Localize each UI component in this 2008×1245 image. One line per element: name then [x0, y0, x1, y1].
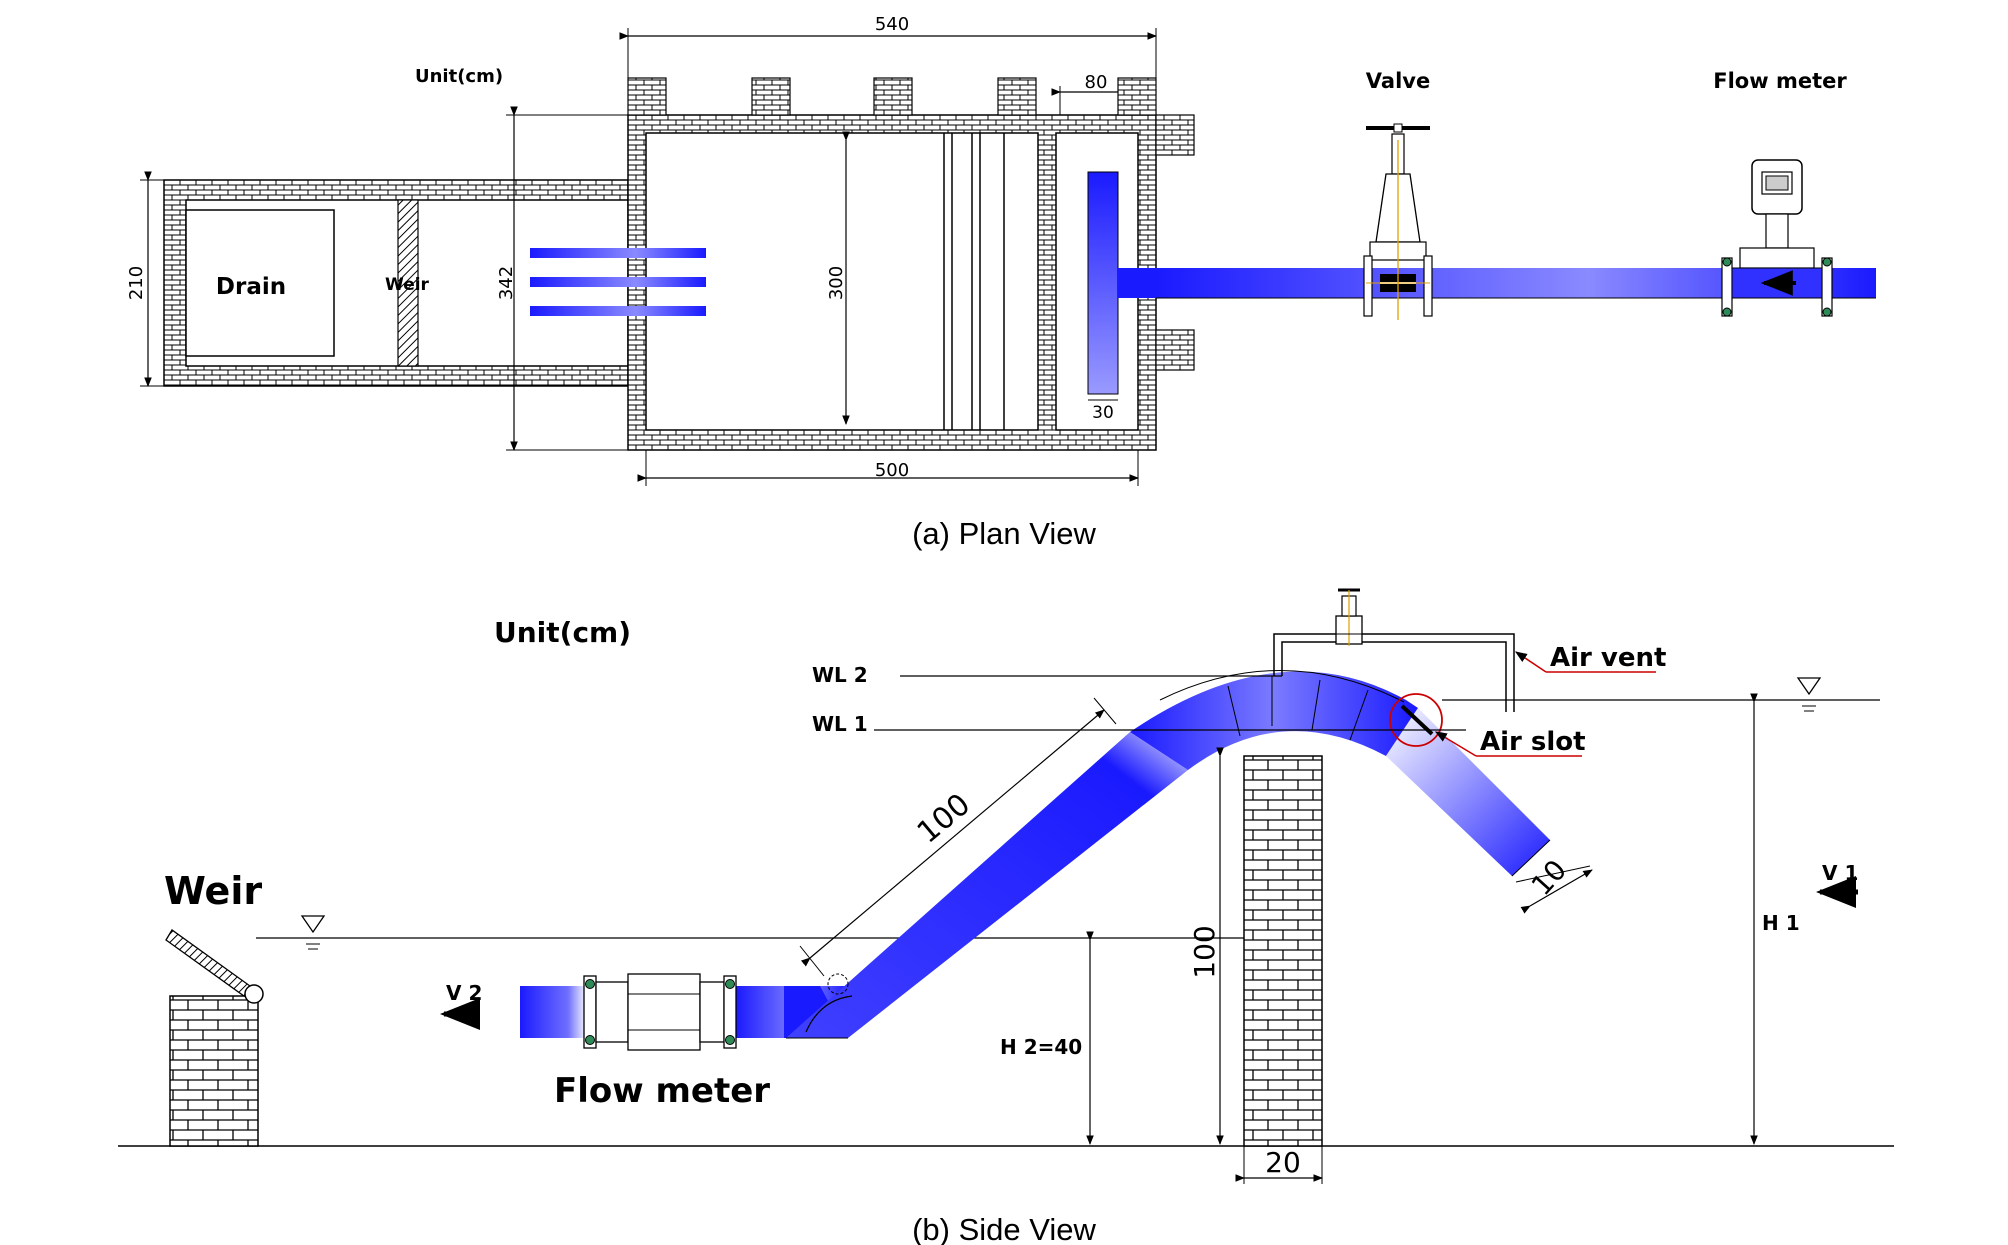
- plan-dim-210-label: 210: [126, 266, 147, 300]
- v1-label: V 1: [1822, 861, 1858, 885]
- side-dim-pier-height-label: 100: [1188, 925, 1221, 978]
- drain-box: [185, 209, 335, 357]
- air-slot-label: Air slot: [1480, 727, 1586, 757]
- v2-label: V 2: [446, 981, 482, 1005]
- plan-valve-label: Valve: [1366, 69, 1430, 93]
- plan-unit-label: Unit(cm): [415, 66, 503, 87]
- plan-view: Unit(cm) 540 80 Drain Weir 21: [126, 14, 1876, 551]
- v2-arrow: V 2: [440, 981, 482, 1030]
- v1-arrow: V 1: [1816, 861, 1858, 908]
- plan-intake-tee: 30: [1087, 171, 1156, 423]
- side-siphon-crest: [1130, 670, 1418, 770]
- plan-valve: Valve: [1363, 69, 1433, 320]
- side-pier: [1243, 755, 1323, 1147]
- plan-caption: (a) Plan View: [912, 516, 1096, 551]
- downstream-water-level: [256, 915, 1250, 950]
- upstream-water-level: [1442, 677, 1880, 712]
- h1-label: H 1: [1762, 911, 1800, 935]
- side-upstream-pipe: [1386, 708, 1551, 877]
- plan-dim-540: 540: [619, 14, 1157, 80]
- plan-dim-300: 300: [826, 131, 850, 425]
- wl2-label: WL 2: [812, 663, 868, 687]
- side-weir: Weir: [164, 869, 264, 1147]
- side-dim-h1: H 1: [1750, 693, 1800, 1145]
- drain-label: Drain: [216, 274, 286, 300]
- plan-weir-plate: [397, 199, 419, 367]
- plan-dim-500-label: 500: [875, 460, 909, 481]
- air-vent-label: Air vent: [1550, 643, 1666, 673]
- side-flow-meter: Flow meter: [554, 973, 770, 1111]
- side-view: Unit(cm) Weir V 2: [118, 588, 1894, 1245]
- plan-inlet-pipes: [530, 248, 706, 316]
- side-dim-pipe-diameter-label: 10: [1525, 853, 1573, 902]
- plan-dim-500: 500: [637, 450, 1139, 486]
- side-flow-meter-label: Flow meter: [554, 1071, 770, 1111]
- side-dim-pipe-length-label: 100: [911, 787, 977, 851]
- plan-flow-meter: Flow meter: [1713, 69, 1847, 317]
- plan-weir-label: Weir: [385, 275, 430, 295]
- air-slot: Air slot: [1389, 693, 1586, 757]
- side-caption: (b) Side View: [912, 1212, 1096, 1245]
- plan-dim-300-label: 300: [826, 266, 847, 300]
- plan-dim-80-label: 80: [1085, 72, 1108, 93]
- air-vent: Air vent: [1273, 588, 1666, 712]
- side-dim-h2: H 2=40: [1000, 931, 1094, 1145]
- plan-dim-540-label: 540: [875, 14, 909, 35]
- side-unit-label: Unit(cm): [494, 616, 631, 649]
- side-rising-pipe: [786, 732, 1188, 1039]
- wl1-label: WL 1: [812, 712, 868, 736]
- plan-dim-30-label: 30: [1092, 403, 1114, 423]
- plan-dim-342-label: 342: [496, 266, 517, 300]
- h2-label: H 2=40: [1000, 1035, 1082, 1059]
- side-weir-label: Weir: [164, 869, 262, 913]
- plan-dim-342: 342: [496, 106, 628, 451]
- side-dim-pier-width-label: 20: [1265, 1146, 1301, 1179]
- side-dim-pier-height: 100: [1188, 747, 1224, 1145]
- plan-dim-210: 210: [126, 171, 164, 387]
- side-dim-pier-width: 20: [1235, 1146, 1323, 1184]
- plan-flow-meter-label: Flow meter: [1713, 69, 1847, 93]
